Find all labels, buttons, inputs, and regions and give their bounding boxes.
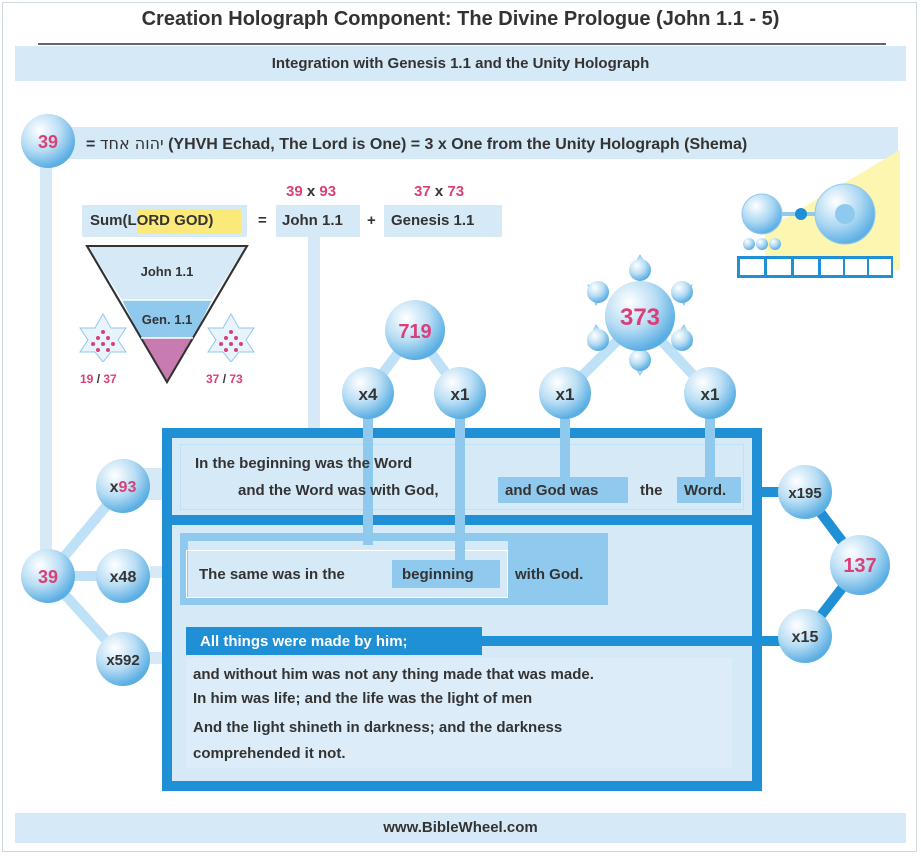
genesis-factors: 37 x 73	[414, 183, 465, 200]
equals-sign: =	[258, 212, 267, 229]
verse1-word: Word.	[684, 482, 727, 499]
verse2-c: with God.	[515, 566, 584, 583]
page-title: Creation Holograph Component: The Divine…	[141, 8, 780, 30]
verse1-the: the	[640, 482, 663, 499]
verse3-connector	[470, 636, 790, 646]
verse5-a: And the light shineth in darkness; and t…	[193, 719, 563, 736]
hebrew-yhvh-echad: יהוה אחד	[99, 134, 164, 153]
frame-bottom	[162, 781, 762, 791]
genesis-label: Genesis 1.1	[391, 212, 475, 229]
shema-text: = יהוה אחד (YHVH Echad, The Lord is One)…	[86, 134, 748, 153]
footer-bar	[15, 813, 906, 843]
star-right-label: 37 / 73	[206, 372, 243, 386]
verse3-highlight	[186, 627, 482, 655]
plus-sign: +	[367, 212, 376, 229]
triangle-gen-label: Gen. 1.1	[142, 312, 193, 327]
verse1-and-god-was: and God was	[505, 482, 599, 499]
verse2-border	[186, 550, 508, 598]
verse3-a: All things were made by him;	[200, 633, 408, 650]
and-god-was-highlight	[498, 477, 628, 503]
verse3-b: and without him was not any thing made t…	[193, 666, 594, 683]
verse4: In him was life; and the life was the li…	[193, 690, 533, 707]
shema-bar	[38, 127, 898, 159]
lord-god-highlight	[138, 209, 242, 233]
john-box	[276, 205, 360, 237]
verse1-line1: In the beginning was the Word	[195, 455, 413, 472]
star-37-73-icon	[207, 312, 255, 362]
word-highlight	[677, 477, 741, 503]
john-factors: 39 x 93	[286, 183, 337, 200]
john-label: John 1.1	[282, 212, 343, 229]
verse5-b: comprehended it not.	[193, 745, 346, 762]
verse3-5-panel	[186, 658, 732, 768]
sum-label: Sum(LORD GOD)	[90, 212, 214, 229]
frame-right	[752, 428, 762, 791]
beginning-highlight	[392, 560, 500, 588]
genesis-box	[384, 205, 502, 237]
verse1-line2a: and the Word was with God,	[238, 482, 439, 499]
footer-url[interactable]: www.BibleWheel.com	[383, 819, 538, 836]
frame-left	[162, 428, 172, 791]
verse2-beginning: beginning	[402, 566, 474, 583]
star-left-label: 19 / 37	[80, 372, 117, 386]
verse2-a: The same was in the	[199, 566, 345, 583]
subtitle-bar	[15, 46, 906, 81]
star-19-37-icon	[79, 312, 127, 362]
left-connector-bar	[40, 150, 52, 580]
triangle-diagram: John 1.1 Gen. 1.1	[85, 245, 249, 384]
unity-holograph-mini	[737, 183, 893, 278]
john-connector-bar	[308, 236, 320, 436]
triangle-john-label: John 1.1	[141, 264, 194, 279]
page-subtitle: Integration with Genesis 1.1 and the Uni…	[271, 55, 650, 72]
title-underline	[38, 43, 886, 45]
